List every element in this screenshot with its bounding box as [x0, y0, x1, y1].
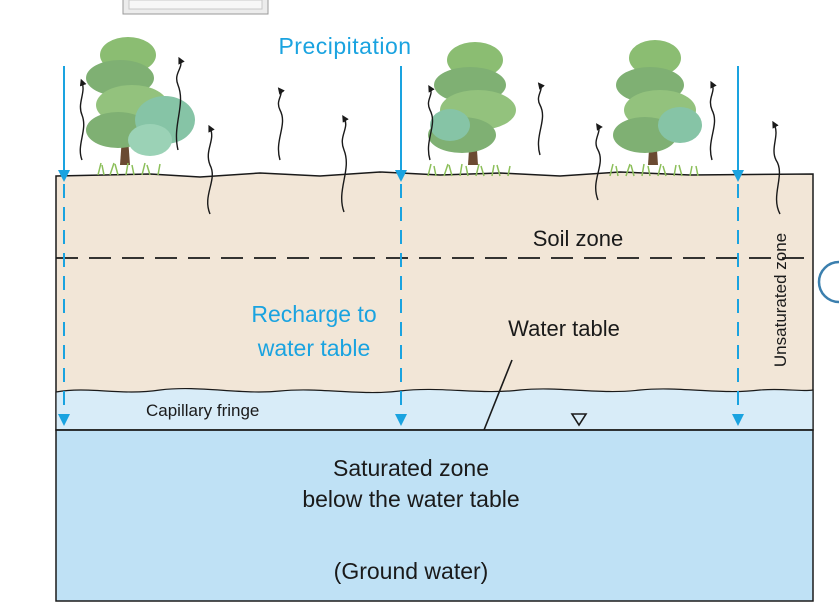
water-table-label: Water table	[508, 316, 620, 341]
et-arrow	[772, 120, 781, 215]
grass-tufts	[97, 162, 699, 177]
window-fragment	[122, 0, 269, 15]
precipitation-label: Precipitation	[278, 33, 411, 59]
saturated-zone-layer	[55, 429, 814, 602]
capillary-fringe-label: Capillary fringe	[146, 401, 259, 420]
saturated-zone-label-line2: below the water table	[302, 486, 519, 512]
et-arrow	[595, 123, 603, 201]
et-arrow	[427, 84, 435, 161]
recharge-label-line1: Recharge to	[251, 301, 376, 327]
edge-ring	[817, 260, 839, 304]
soil-zone-layer	[55, 171, 814, 431]
et-arrow	[79, 78, 87, 161]
et-arrow	[175, 56, 185, 151]
et-arrow	[709, 80, 717, 161]
et-arrow	[340, 114, 349, 213]
et-arrow	[277, 87, 285, 161]
precipitation-arrows	[58, 66, 744, 182]
water-table-symbol	[570, 413, 588, 427]
et-arrow	[207, 124, 215, 215]
saturated-zone-label-line1: Saturated zone	[333, 455, 489, 481]
recharge-arrows	[58, 184, 744, 426]
unsaturated-zone-label: Unsaturated zone	[771, 233, 790, 367]
capillary-fringe-layer	[55, 388, 814, 431]
evapotranspiration-arrows	[79, 56, 781, 215]
ground-water-label: (Ground water)	[334, 558, 489, 584]
recharge-label-line2: water table	[257, 335, 371, 361]
vegetation-group-2	[428, 42, 516, 165]
vegetation-group-3	[613, 40, 702, 165]
vegetation-group-1	[86, 37, 195, 165]
et-arrow	[537, 82, 545, 156]
water-table-pointer	[483, 359, 513, 431]
soil-zone-label: Soil zone	[533, 226, 624, 251]
